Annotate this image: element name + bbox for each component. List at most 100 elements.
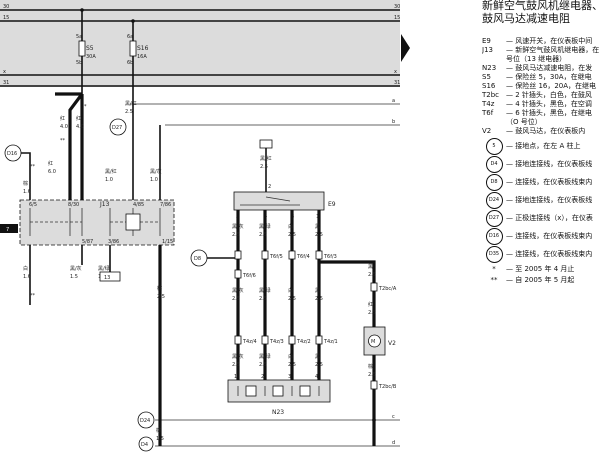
j13-pin-6: 7/86	[160, 202, 171, 208]
connector-row-t4z: T4z/4 T4z/3 T4z/2 T4z/1	[234, 335, 338, 345]
wlabel-d1-b: 2.5	[232, 296, 240, 302]
n23-pin-1: 1	[234, 374, 237, 380]
switch-e9-box	[233, 191, 325, 211]
legend-symbol-cell: 5	[482, 138, 506, 155]
wlabel-m2-a: 红	[368, 301, 373, 308]
wire-label-black-red-2: 黑/红	[105, 168, 117, 175]
switch-e9-contacts	[240, 196, 300, 206]
node-d8-label: D8	[194, 256, 201, 262]
relay-13-tag-label: 13	[104, 275, 110, 281]
fuse-s16-name: S16	[137, 45, 149, 52]
line-c-label: c	[392, 414, 395, 420]
wire-label-black-gray-2: 黑/灰	[70, 265, 82, 272]
wlabel-c4-b: 2.5	[315, 232, 323, 238]
legend-text: — 鼓风马达，在仪表板内	[506, 127, 586, 135]
wlabel-e3-b: 2.5	[288, 362, 296, 368]
legend-entry: T4z — 4 针插头，黑色，在空调	[482, 100, 608, 109]
wlabel-e1-b: 2.5	[232, 362, 240, 368]
wire-label-g10-b: 1.0	[150, 177, 158, 183]
legend-text: — 连接线，在仪表板线束内	[506, 232, 593, 240]
j13-pin-2: 8/30	[68, 202, 79, 208]
legend-text: — 连接线，在仪表板线束内	[506, 250, 593, 258]
wlabel-d2-b: 2.5	[259, 296, 267, 302]
node-d27-label: D27	[112, 125, 122, 131]
fuse-s16-pin-bottom: 6b	[127, 60, 133, 66]
wlabel-c4-a: 黑	[315, 224, 320, 230]
resistor-n23-r2	[272, 385, 284, 397]
legend-code: T6f	[482, 109, 494, 117]
legend-entry: 号位（13 继电器）	[482, 55, 608, 64]
wire-label-g25-s16: 2.5	[125, 109, 133, 115]
wlabel-e1-a: 黑/灰	[232, 353, 244, 360]
t4z-1-label: T4z/1	[323, 339, 338, 345]
legend-text: — 至 2005 年 4 月止	[506, 265, 575, 273]
rail-30-label-left: 30	[3, 4, 9, 10]
legend-note-mark: *	[492, 265, 496, 273]
legend-text: — 鼓风马达减速电阻，在发	[506, 64, 593, 72]
wlabel-e4-b: 2.5	[315, 362, 323, 368]
legend-text: — 接地连接线，在仪表板线	[506, 196, 593, 204]
j13-pin-5: 4/85	[133, 202, 144, 208]
legend-symbol-circle: D27	[485, 210, 503, 227]
legend-symbol-row: D27— 正极连接线（x），在仪表	[482, 210, 608, 227]
legend-symbol-circle: D24	[485, 192, 503, 209]
node-d27	[109, 118, 127, 136]
legend-text: — 4 针插头，黑色，在空调	[506, 100, 592, 108]
note-star-2b: **	[30, 164, 36, 170]
legend-symbol-circle: D4	[485, 156, 503, 173]
legend-symbol-cell: D16	[482, 228, 506, 245]
s5-node	[80, 8, 84, 12]
fuse-s5-pin-top: 5a	[76, 34, 82, 40]
legend-symbol-row: D35— 连接线，在仪表板线束内	[482, 246, 608, 263]
t2bc-b-body	[370, 380, 378, 390]
wlabel-d3-a: 白	[288, 287, 293, 294]
wlabel-m3-a: 棕	[368, 363, 373, 370]
line-b-label: b	[392, 119, 395, 125]
fuse-s5-rating: 30A	[86, 54, 96, 60]
rail-15-label-right: 15	[394, 15, 400, 21]
line-a-label: a	[392, 98, 395, 104]
wlabel-e2-b: 2.5	[259, 362, 267, 368]
legend-note-row: **— 自 2005 年 5 月起	[482, 276, 608, 285]
legend-symbol-cell: D4	[482, 156, 506, 173]
wlabel-c1-b: 2.5	[232, 232, 240, 238]
node-d24-label: D24	[140, 418, 150, 424]
n23-pin-3: 3	[288, 374, 291, 380]
rail-x-label-right: x	[394, 69, 397, 75]
rail-31-label-right: 31	[394, 80, 400, 86]
legend-entry: S5— 保险丝 5，30A，在继电	[482, 73, 608, 82]
wlabel-d2-a: 黑/绿	[259, 287, 271, 294]
wire-label-g16: 1.6	[23, 189, 31, 195]
t6f-6-body	[234, 250, 242, 260]
connector-row-t6f: T6f/5 T6f/4 T6f/3	[234, 250, 337, 260]
t2bc-a-body	[370, 282, 378, 292]
legend-symbol-cell: D24	[482, 192, 506, 209]
wire-label-brown-d16: 棕	[23, 180, 28, 187]
legend-code: T2bc	[482, 91, 500, 99]
t6f-4-label: T6f/4	[296, 254, 310, 260]
j13-pin-1: 6/5	[29, 202, 37, 208]
t6f-5-label: T6f/5	[269, 254, 283, 260]
wire-label-black-green: 黑/绿	[98, 265, 110, 272]
t4z-3-body	[261, 335, 269, 345]
wlabel-c3-a: 白	[288, 223, 293, 230]
fuse-s5-body	[78, 40, 86, 57]
legend-text: 号位（13 继电器）	[506, 55, 567, 63]
n23-pin-2: 2	[261, 374, 264, 380]
rail-30-label-right: 30	[394, 4, 400, 10]
legend-code: T4z	[482, 100, 495, 108]
resistor-n23-taps	[237, 386, 320, 396]
line-d-label: d	[392, 440, 395, 446]
rail-31-label-left: 31	[3, 80, 9, 86]
legend-entry: S16— 保险丝 16，20A，在继电	[482, 82, 608, 91]
wire-label-g16-b: 1.6	[23, 274, 31, 280]
resistor-n23-r1	[245, 385, 257, 397]
legend-entry: J13— 新鲜空气鼓风机继电器，在	[482, 46, 608, 55]
legend-title-line-2: 鼓风马达减速电阻	[482, 12, 570, 25]
wire-label-e9-g25: 2.5	[260, 164, 268, 170]
t6f-3-body	[315, 250, 323, 260]
legend-text: — 接地连接线，在仪表板线	[506, 160, 593, 168]
legend-code: S5	[482, 73, 491, 81]
wire-label-black-red: 黑/红	[125, 100, 137, 107]
